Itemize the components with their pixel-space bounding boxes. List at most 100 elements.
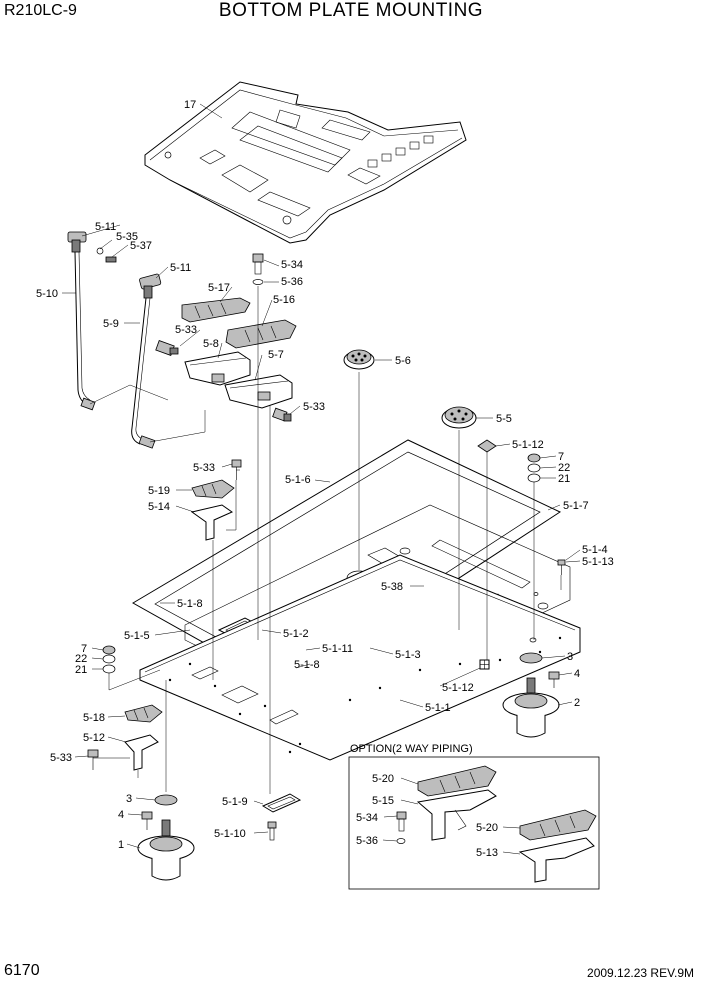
cover-plate-17 xyxy=(144,81,467,244)
label-5-19: 5-19 xyxy=(148,485,170,497)
screw-5-33-right xyxy=(272,407,292,422)
label-1: 1 xyxy=(118,839,124,851)
label-5-1-11: 5-1-11 xyxy=(322,643,353,655)
label-22-a: 22 xyxy=(558,462,570,474)
bolt-5-34 xyxy=(252,253,264,285)
pedal-5-16 xyxy=(225,319,297,349)
screw-5-33-left xyxy=(155,340,179,356)
lever-5-10 xyxy=(67,231,117,411)
label-5-1-3: 5-1-3 xyxy=(395,649,421,661)
label-5-34-a: 5-34 xyxy=(281,259,303,271)
bracket-5-8 xyxy=(184,351,251,386)
option-pedal-5-20-upper xyxy=(417,765,497,797)
label-5-1-9: 5-1-9 xyxy=(222,796,248,808)
label-22-b: 22 xyxy=(75,653,87,665)
label-5-37: 5-37 xyxy=(130,240,152,252)
plate-5-1-1 xyxy=(139,554,581,761)
label-5-5: 5-5 xyxy=(496,413,512,425)
option-pedal-5-20-lower xyxy=(519,809,597,841)
pedal-5-18 xyxy=(124,704,163,723)
cover-5-1-9 xyxy=(261,793,302,813)
label-4-a: 4 xyxy=(574,668,580,680)
bolt-5-1-13 xyxy=(557,559,566,575)
assembly-guide-lines xyxy=(93,286,562,794)
screw-5-33-upper xyxy=(231,459,242,480)
grommet-5-6 xyxy=(343,349,375,370)
label-5-33-b: 5-33 xyxy=(303,401,325,413)
label-5-38: 5-38 xyxy=(381,581,403,593)
option-bracket-5-13 xyxy=(518,837,595,883)
option-box xyxy=(348,756,600,890)
label-5-17: 5-17 xyxy=(208,282,230,294)
label-5-9: 5-9 xyxy=(103,318,119,330)
label-5-6: 5-6 xyxy=(395,355,411,367)
label-5-36-b: 5-36 xyxy=(356,835,378,847)
label-5-35: 5-35 xyxy=(116,231,138,243)
part-labels: 17 5-11 5-35 5-37 5-10 5-11 5-9 5-34 5-3… xyxy=(36,99,614,859)
label-4-b: 4 xyxy=(118,809,124,821)
label-5-1-5: 5-1-5 xyxy=(124,630,150,642)
plate-5-1-12-top xyxy=(477,439,497,453)
label-5-8: 5-8 xyxy=(203,338,219,350)
label-5-1-2: 5-1-2 xyxy=(283,628,309,640)
bolt-4-right xyxy=(548,671,560,688)
option-bracket-5-15 xyxy=(416,789,497,841)
label-5-20-a: 5-20 xyxy=(372,773,394,785)
label-5-1-12-b: 5-1-12 xyxy=(442,682,474,694)
label-5-1-12-a: 5-1-12 xyxy=(512,439,544,451)
label-21-b: 21 xyxy=(75,664,87,676)
label-3-a: 3 xyxy=(567,651,573,663)
label-5-1-8-b: 5-1-8 xyxy=(294,659,320,671)
screw-5-33-lower xyxy=(87,749,99,770)
lever-5-9 xyxy=(131,273,162,449)
page-title: BOTTOM PLATE MOUNTING xyxy=(218,0,484,21)
pedal-5-19 xyxy=(191,479,235,499)
label-2: 2 xyxy=(574,697,580,709)
label-5-16: 5-16 xyxy=(273,294,295,306)
label-5-15: 5-15 xyxy=(372,795,394,807)
label-5-18: 5-18 xyxy=(83,712,105,724)
nut-washer-stack-left xyxy=(102,645,116,674)
grommet-5-5 xyxy=(441,406,477,429)
label-5-1-6: 5-1-6 xyxy=(285,474,311,486)
option-bolt-5-34 xyxy=(396,811,407,832)
label-17: 17 xyxy=(184,99,196,111)
label-5-12: 5-12 xyxy=(83,732,105,744)
label-5-1-13: 5-1-13 xyxy=(582,556,614,568)
bracket-5-7 xyxy=(224,374,293,409)
label-5-11-b: 5-11 xyxy=(170,262,191,274)
bracket-5-12 xyxy=(124,734,159,771)
label-5-13: 5-13 xyxy=(476,847,498,859)
label-3-b: 3 xyxy=(126,793,132,805)
label-7-a: 7 xyxy=(558,451,564,463)
label-5-14: 5-14 xyxy=(148,501,170,513)
mount-1 xyxy=(137,819,195,881)
revision-date: 2009.12.23 REV.9M xyxy=(587,966,694,980)
model-number: R210LC-9 xyxy=(4,2,77,19)
label-5-36-a: 5-36 xyxy=(281,276,303,288)
label-5-11-a: 5-11 xyxy=(95,221,116,233)
bolt-5-1-10 xyxy=(267,821,277,841)
option-washer-5-36 xyxy=(396,838,406,844)
label-5-1-8-a: 5-1-8 xyxy=(177,598,203,610)
bracket-5-14 xyxy=(190,504,234,541)
mount-2 xyxy=(502,677,560,738)
label-5-10: 5-10 xyxy=(36,288,58,300)
label-5-20-b: 5-20 xyxy=(476,822,498,834)
washer-3-right xyxy=(519,652,543,664)
page-number: 6170 xyxy=(4,962,40,979)
label-5-1-1: 5-1-1 xyxy=(425,702,451,714)
label-5-34-b: 5-34 xyxy=(356,812,378,824)
leader-lines xyxy=(62,103,581,855)
nut-washer-stack-right xyxy=(527,453,541,483)
bolt-4-left xyxy=(141,811,153,830)
label-5-7: 5-7 xyxy=(268,349,284,361)
label-5-33-a: 5-33 xyxy=(175,324,197,336)
option-title: OPTION(2 WAY PIPING) xyxy=(350,743,473,755)
label-5-1-4: 5-1-4 xyxy=(582,544,608,556)
label-21-a: 21 xyxy=(558,473,570,485)
washer-3-left xyxy=(154,794,178,806)
label-7-b: 7 xyxy=(81,643,87,655)
pedal-5-17 xyxy=(181,297,251,323)
